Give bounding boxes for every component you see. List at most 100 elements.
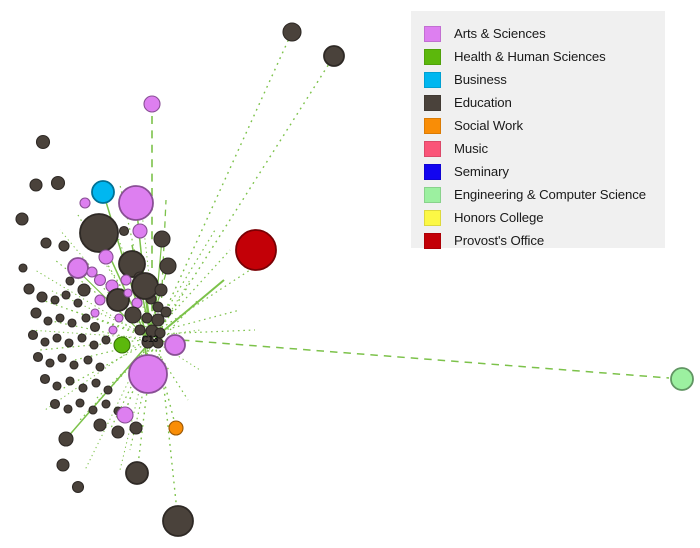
graph-node[interactable] — [88, 405, 98, 415]
graph-node[interactable] — [29, 178, 43, 192]
graph-node[interactable] — [116, 406, 134, 424]
graph-node[interactable] — [143, 95, 161, 113]
graph-node[interactable] — [67, 257, 89, 279]
graph-node[interactable] — [89, 340, 99, 350]
graph-node[interactable] — [65, 376, 75, 386]
graph-node[interactable] — [114, 313, 124, 323]
graph-node[interactable] — [111, 425, 125, 439]
graph-node[interactable] — [36, 291, 48, 303]
graph-node[interactable] — [58, 240, 70, 252]
graph-node[interactable] — [101, 335, 111, 345]
graph-node[interactable] — [153, 230, 171, 248]
graph-node[interactable] — [124, 306, 142, 324]
graph-node[interactable] — [69, 360, 79, 370]
graph-node[interactable] — [129, 421, 143, 435]
legend-item[interactable]: Seminary — [424, 160, 665, 183]
legend-item[interactable]: Engineering & Computer Science — [424, 183, 665, 206]
graph-node[interactable] — [49, 398, 61, 410]
graph-node[interactable] — [67, 318, 77, 328]
graph-node[interactable] — [101, 399, 111, 409]
graph-node[interactable] — [162, 505, 194, 537]
graph-node[interactable] — [118, 250, 146, 278]
graph-node[interactable] — [30, 307, 42, 319]
graph-node[interactable] — [160, 306, 172, 318]
graph-node[interactable] — [91, 378, 101, 388]
graph-node[interactable] — [151, 313, 165, 327]
graph-node[interactable] — [168, 420, 184, 436]
graph-node[interactable] — [56, 458, 70, 472]
graph-node[interactable] — [57, 353, 67, 363]
graph-node[interactable] — [670, 367, 694, 391]
graph-node[interactable] — [118, 225, 130, 237]
graph-node[interactable] — [159, 257, 177, 275]
graph-node[interactable] — [103, 385, 113, 395]
graph-node[interactable] — [50, 295, 60, 305]
graph-node[interactable] — [141, 312, 153, 324]
graph-node[interactable] — [77, 333, 87, 343]
graph-node[interactable] — [323, 45, 345, 67]
graph-node[interactable] — [81, 313, 91, 323]
graph-node[interactable] — [23, 283, 35, 295]
graph-node[interactable] — [55, 313, 65, 323]
legend-item[interactable]: Provost's Office — [424, 229, 665, 252]
graph-node[interactable] — [134, 324, 146, 336]
legend-item[interactable]: Social Work — [424, 114, 665, 137]
legend-item[interactable]: Business — [424, 68, 665, 91]
graph-node[interactable] — [77, 283, 91, 297]
graph-node[interactable] — [164, 334, 186, 356]
legend-item[interactable]: Health & Human Sciences — [424, 45, 665, 68]
graph-node[interactable] — [154, 283, 168, 297]
graph-node[interactable] — [93, 418, 107, 432]
graph-node[interactable] — [50, 175, 66, 191]
graph-node[interactable] — [78, 383, 88, 393]
graph-node[interactable] — [91, 180, 115, 204]
graph-node[interactable] — [132, 223, 148, 239]
graph-node[interactable] — [120, 274, 132, 286]
graph-node[interactable] — [27, 329, 39, 341]
graph-node[interactable] — [63, 404, 73, 414]
legend-item[interactable]: Arts & Sciences — [424, 22, 665, 45]
graph-node[interactable] — [52, 333, 62, 343]
graph-node[interactable] — [71, 480, 85, 494]
graph-node[interactable] — [58, 431, 74, 447]
legend-item[interactable]: Music — [424, 137, 665, 160]
graph-node[interactable] — [15, 212, 29, 226]
graph-node[interactable] — [18, 263, 28, 273]
legend-item[interactable]: Education — [424, 91, 665, 114]
graph-node[interactable] — [52, 381, 62, 391]
graph-node[interactable] — [94, 294, 106, 306]
graph-node[interactable] — [39, 373, 51, 385]
graph-node[interactable] — [108, 325, 118, 335]
graph-node[interactable] — [89, 321, 101, 333]
graph-node[interactable] — [90, 308, 100, 318]
graph-node[interactable] — [95, 362, 105, 372]
graph-node[interactable] — [113, 336, 131, 354]
graph-node[interactable] — [235, 229, 277, 271]
legend-item[interactable]: Honors College — [424, 206, 665, 229]
graph-node[interactable] — [118, 185, 154, 221]
graph-node[interactable] — [282, 22, 302, 42]
graph-node[interactable] — [128, 354, 168, 394]
graph-node[interactable] — [123, 288, 133, 298]
graph-node[interactable] — [152, 337, 164, 349]
graph-node[interactable] — [43, 316, 53, 326]
graph-node[interactable] — [98, 249, 114, 265]
graph-node[interactable] — [45, 358, 55, 368]
graph-node[interactable] — [86, 266, 98, 278]
graph-node[interactable] — [152, 301, 164, 313]
graph-node[interactable] — [93, 273, 107, 287]
graph-node[interactable] — [73, 298, 83, 308]
graph-node[interactable] — [61, 290, 71, 300]
graph-node[interactable] — [75, 398, 85, 408]
graph-node[interactable] — [40, 237, 52, 249]
graph-node[interactable] — [32, 351, 44, 363]
graph-node[interactable] — [64, 338, 74, 348]
graph-node[interactable] — [125, 461, 149, 485]
graph-node[interactable] — [79, 213, 119, 253]
graph-node[interactable] — [65, 276, 75, 286]
graph-node[interactable] — [106, 288, 130, 312]
graph-node[interactable] — [131, 272, 159, 300]
graph-node[interactable] — [40, 337, 50, 347]
graph-node[interactable] — [83, 355, 93, 365]
graph-node[interactable] — [35, 134, 51, 150]
